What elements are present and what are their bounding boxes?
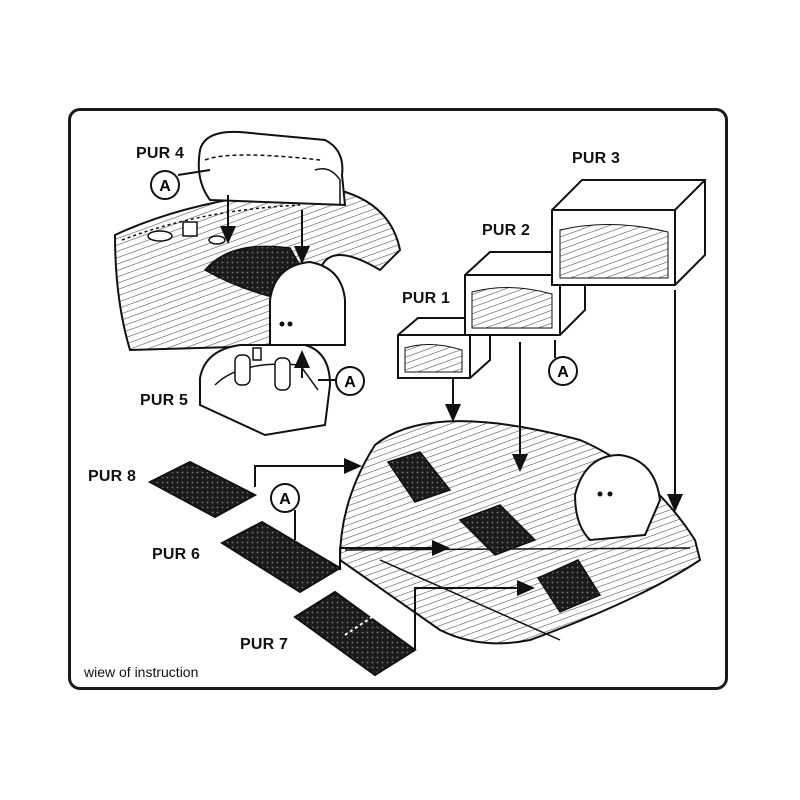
assembly-arrows <box>177 169 683 650</box>
callout-a-pur5: A <box>335 366 365 396</box>
pur8-plate-part <box>147 460 258 519</box>
wing-engine-pod <box>573 453 662 542</box>
label-pur1: PUR 1 <box>402 290 451 307</box>
callout-a-pur2: A <box>548 356 578 386</box>
svg-text:A: A <box>159 178 171 195</box>
callout-a-pur6: A <box>270 483 300 513</box>
callout-a-pur4: A <box>150 170 180 200</box>
label-pur5: PUR 5 <box>140 392 189 409</box>
label-pur6: PUR 6 <box>152 546 201 563</box>
label-pur2: PUR 2 <box>482 222 531 239</box>
label-pur3: PUR 3 <box>572 150 621 167</box>
pur6-plate-part <box>219 520 342 594</box>
pur3-box-part <box>551 179 706 286</box>
instruction-caption: wiew of instruction <box>84 664 199 680</box>
svg-text:A: A <box>344 374 356 391</box>
pur5-tray-part <box>199 344 332 437</box>
wing-hatch-1 <box>386 451 452 503</box>
fuselage-dome <box>269 260 346 346</box>
pur7-plate-part <box>293 590 417 677</box>
pur4-cover-part <box>197 130 347 207</box>
svg-text:A: A <box>279 491 291 508</box>
label-pur8: PUR 8 <box>88 468 137 485</box>
wing-hatch-2 <box>458 504 537 556</box>
wing-hatch-3 <box>536 559 602 613</box>
label-pur7: PUR 7 <box>240 636 289 653</box>
label-pur4: PUR 4 <box>136 145 185 162</box>
svg-text:A: A <box>557 364 569 381</box>
